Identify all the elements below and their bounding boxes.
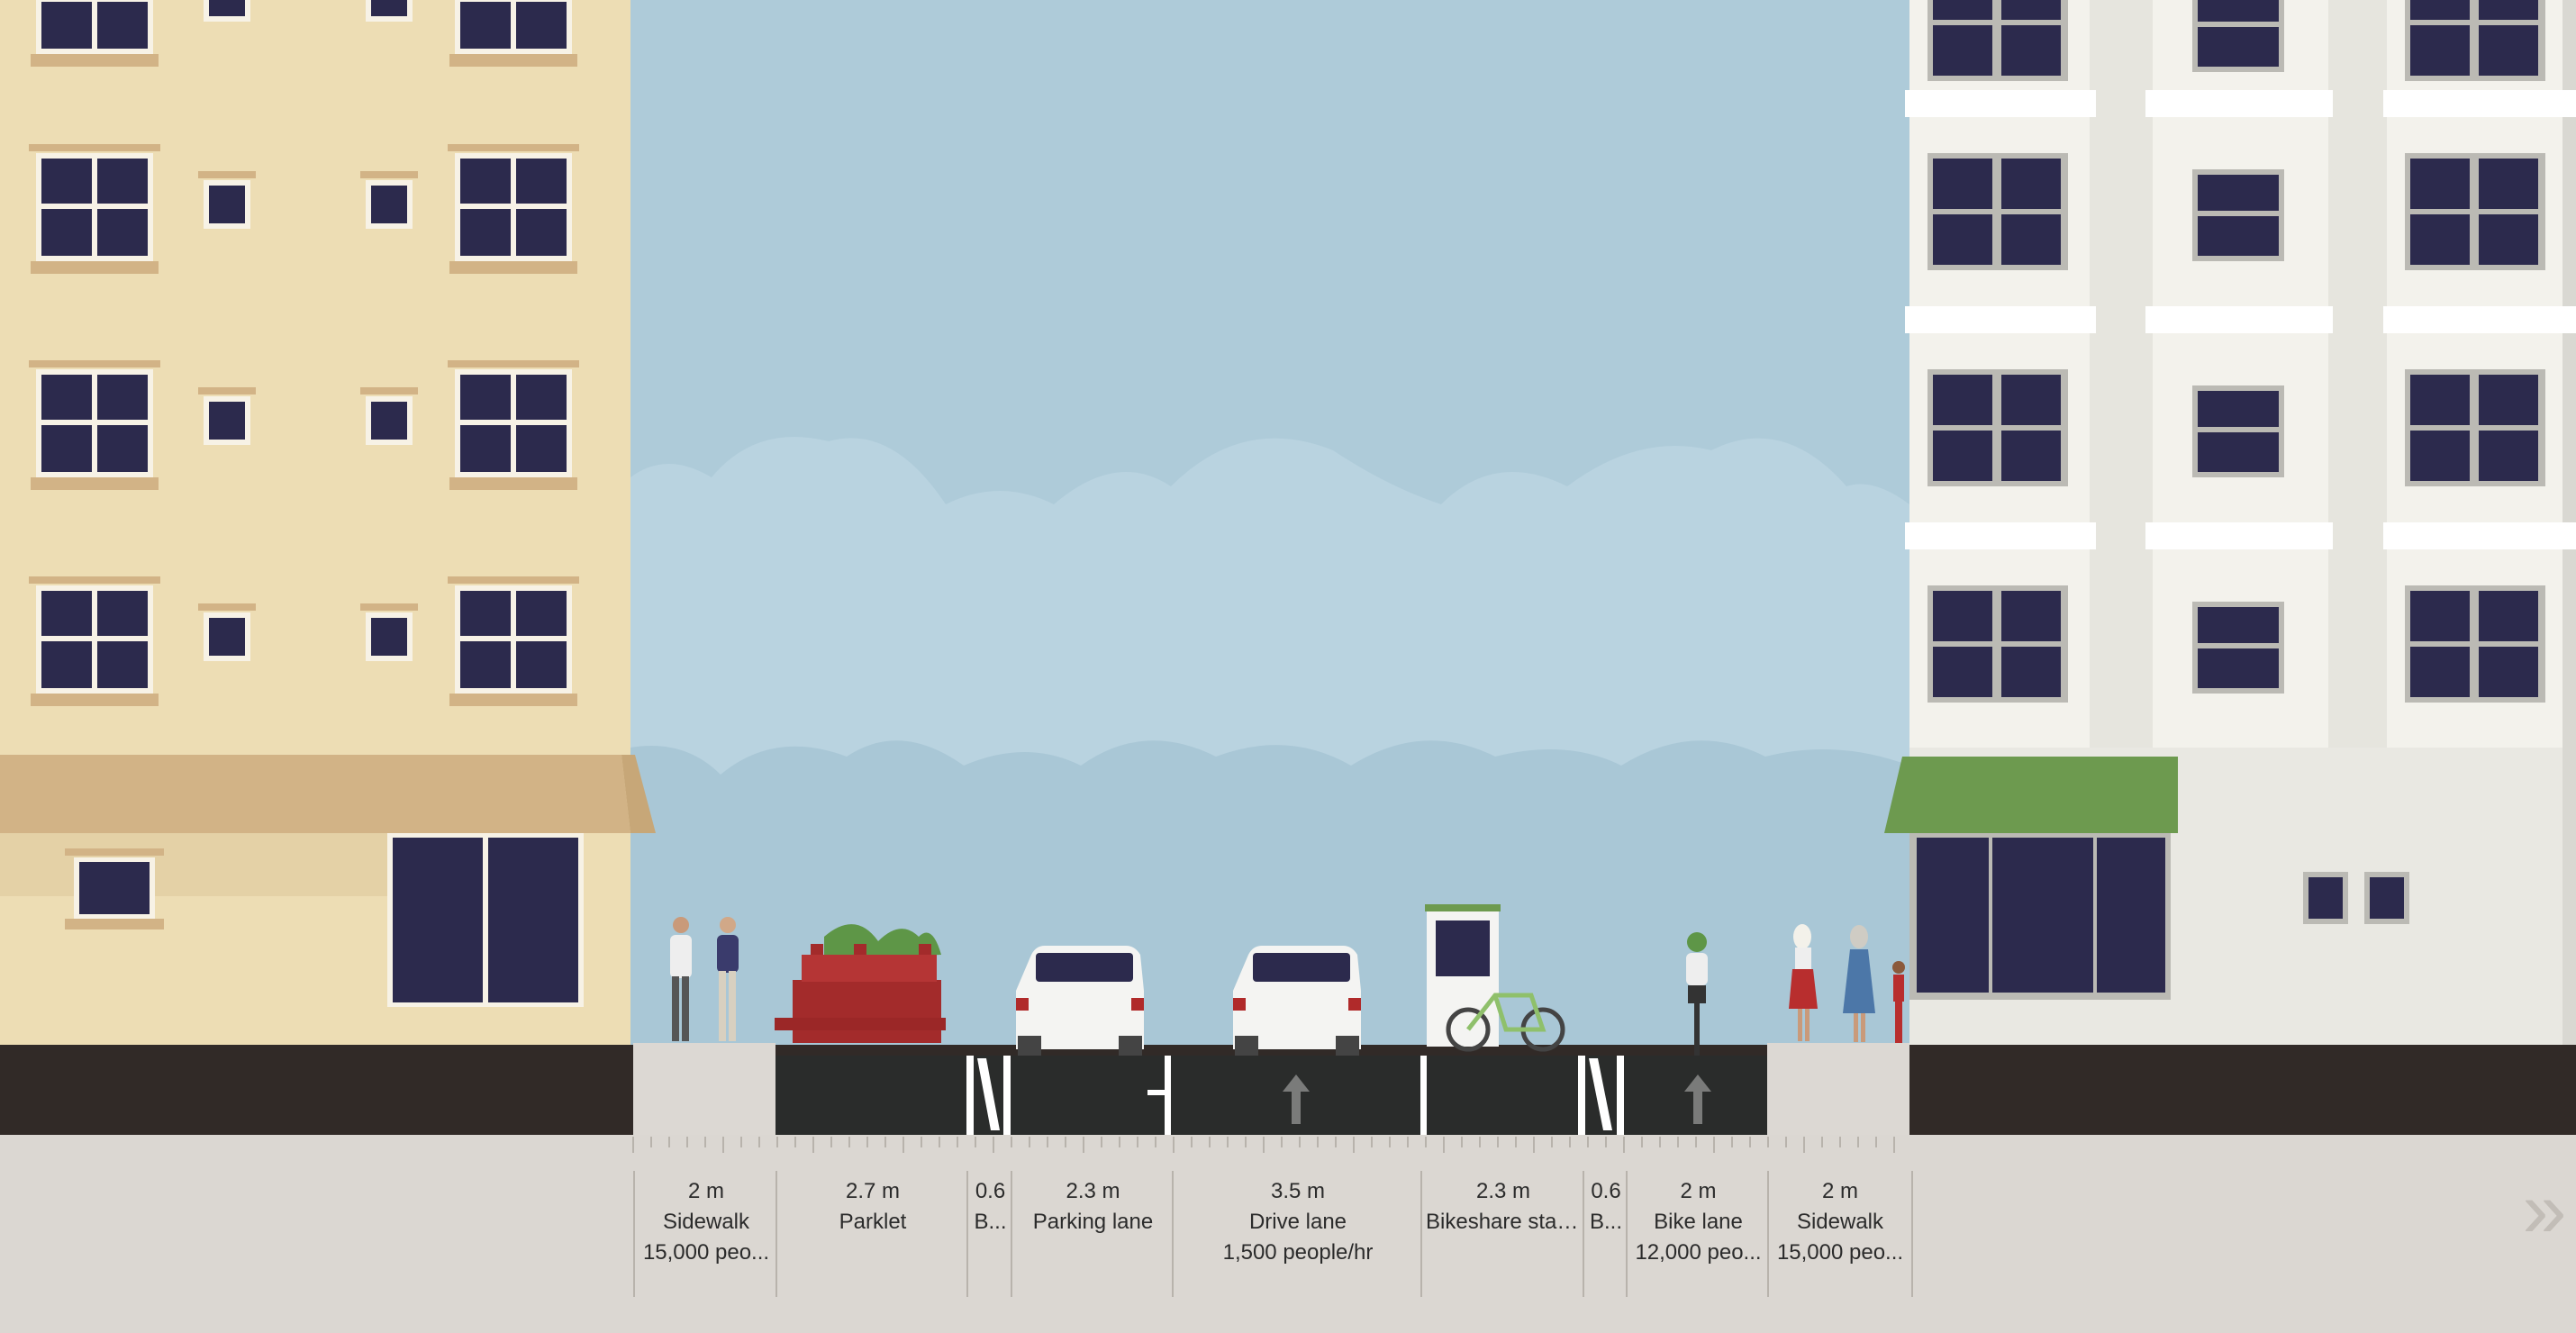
drive-lane-car [1233,946,1361,1056]
segment-capacity: 15,000 peo... [642,1240,770,1265]
clouds-near [630,740,1909,1063]
segment-name: Sidewalk [662,1210,750,1234]
segment-name: Parking lane [1032,1210,1154,1234]
segment-width: 2 m [687,1179,724,1203]
right-building-windows [1905,0,2576,703]
segment-label-9[interactable]: 2 m Sidewalk 15,000 peo... [1767,1171,1913,1297]
cyclist [1686,932,1708,1056]
ruler-ticks [632,1137,1895,1153]
segment-name: Bike lane [1654,1210,1743,1234]
lane-arrows [1283,1075,1711,1124]
segment-capacity: 12,000 peo... [1635,1240,1762,1265]
ground-band [0,1135,2576,1333]
segment-width: 2.3 m [1066,1179,1120,1203]
pedestrians-left [670,917,739,1041]
segment-name: Bikeshare stat... [1426,1210,1582,1234]
segment-width: 0.6 [975,1179,1006,1203]
segment-label-2[interactable]: 2.7 m Parklet [776,1171,968,1297]
parked-car [1016,946,1144,1056]
segment-name: Drive lane [1248,1210,1347,1234]
segment-name: Sidewalk [1796,1210,1884,1234]
segment-width: 2.7 m [845,1179,901,1203]
segment-label-1[interactable]: 2 m Sidewalk 15,000 peo... [633,1171,777,1297]
segment-label-6[interactable]: 2.3 m Bikeshare stat... [1420,1171,1584,1297]
buffer-stripes [966,1056,1624,1135]
segment-label-4[interactable]: 2.3 m Parking lane [1011,1171,1174,1297]
next-segment-button[interactable]: » [2513,1165,2576,1254]
segment-name: B... [1589,1210,1622,1234]
pedestrians-right [1789,924,1905,1043]
segment-width: 2 m [1680,1179,1717,1203]
segment-label-5[interactable]: 3.5 m Drive lane 1,500 people/hr [1172,1171,1422,1297]
left-building-windows [29,0,579,706]
left-sidewalk [633,1043,776,1135]
bikeshare-station [1425,904,1565,1052]
right-sidewalk [1767,1043,1909,1135]
segment-width: 3.5 m [1270,1179,1326,1203]
segment-width: 0.6 [1591,1179,1621,1203]
segment-name: Parklet [839,1210,907,1234]
segment-capacity: 1,500 people/hr [1222,1240,1374,1265]
double-chevron-right-icon: » [2522,1165,2567,1254]
segment-capacity: 15,000 peo... [1776,1240,1904,1265]
segment-label-8[interactable]: 2 m Bike lane 12,000 peo... [1626,1171,1769,1297]
segment-name: B... [974,1210,1007,1234]
parklet [775,924,946,1043]
segment-width: 2 m [1821,1179,1858,1203]
segment-width: 2.3 m [1475,1179,1531,1203]
